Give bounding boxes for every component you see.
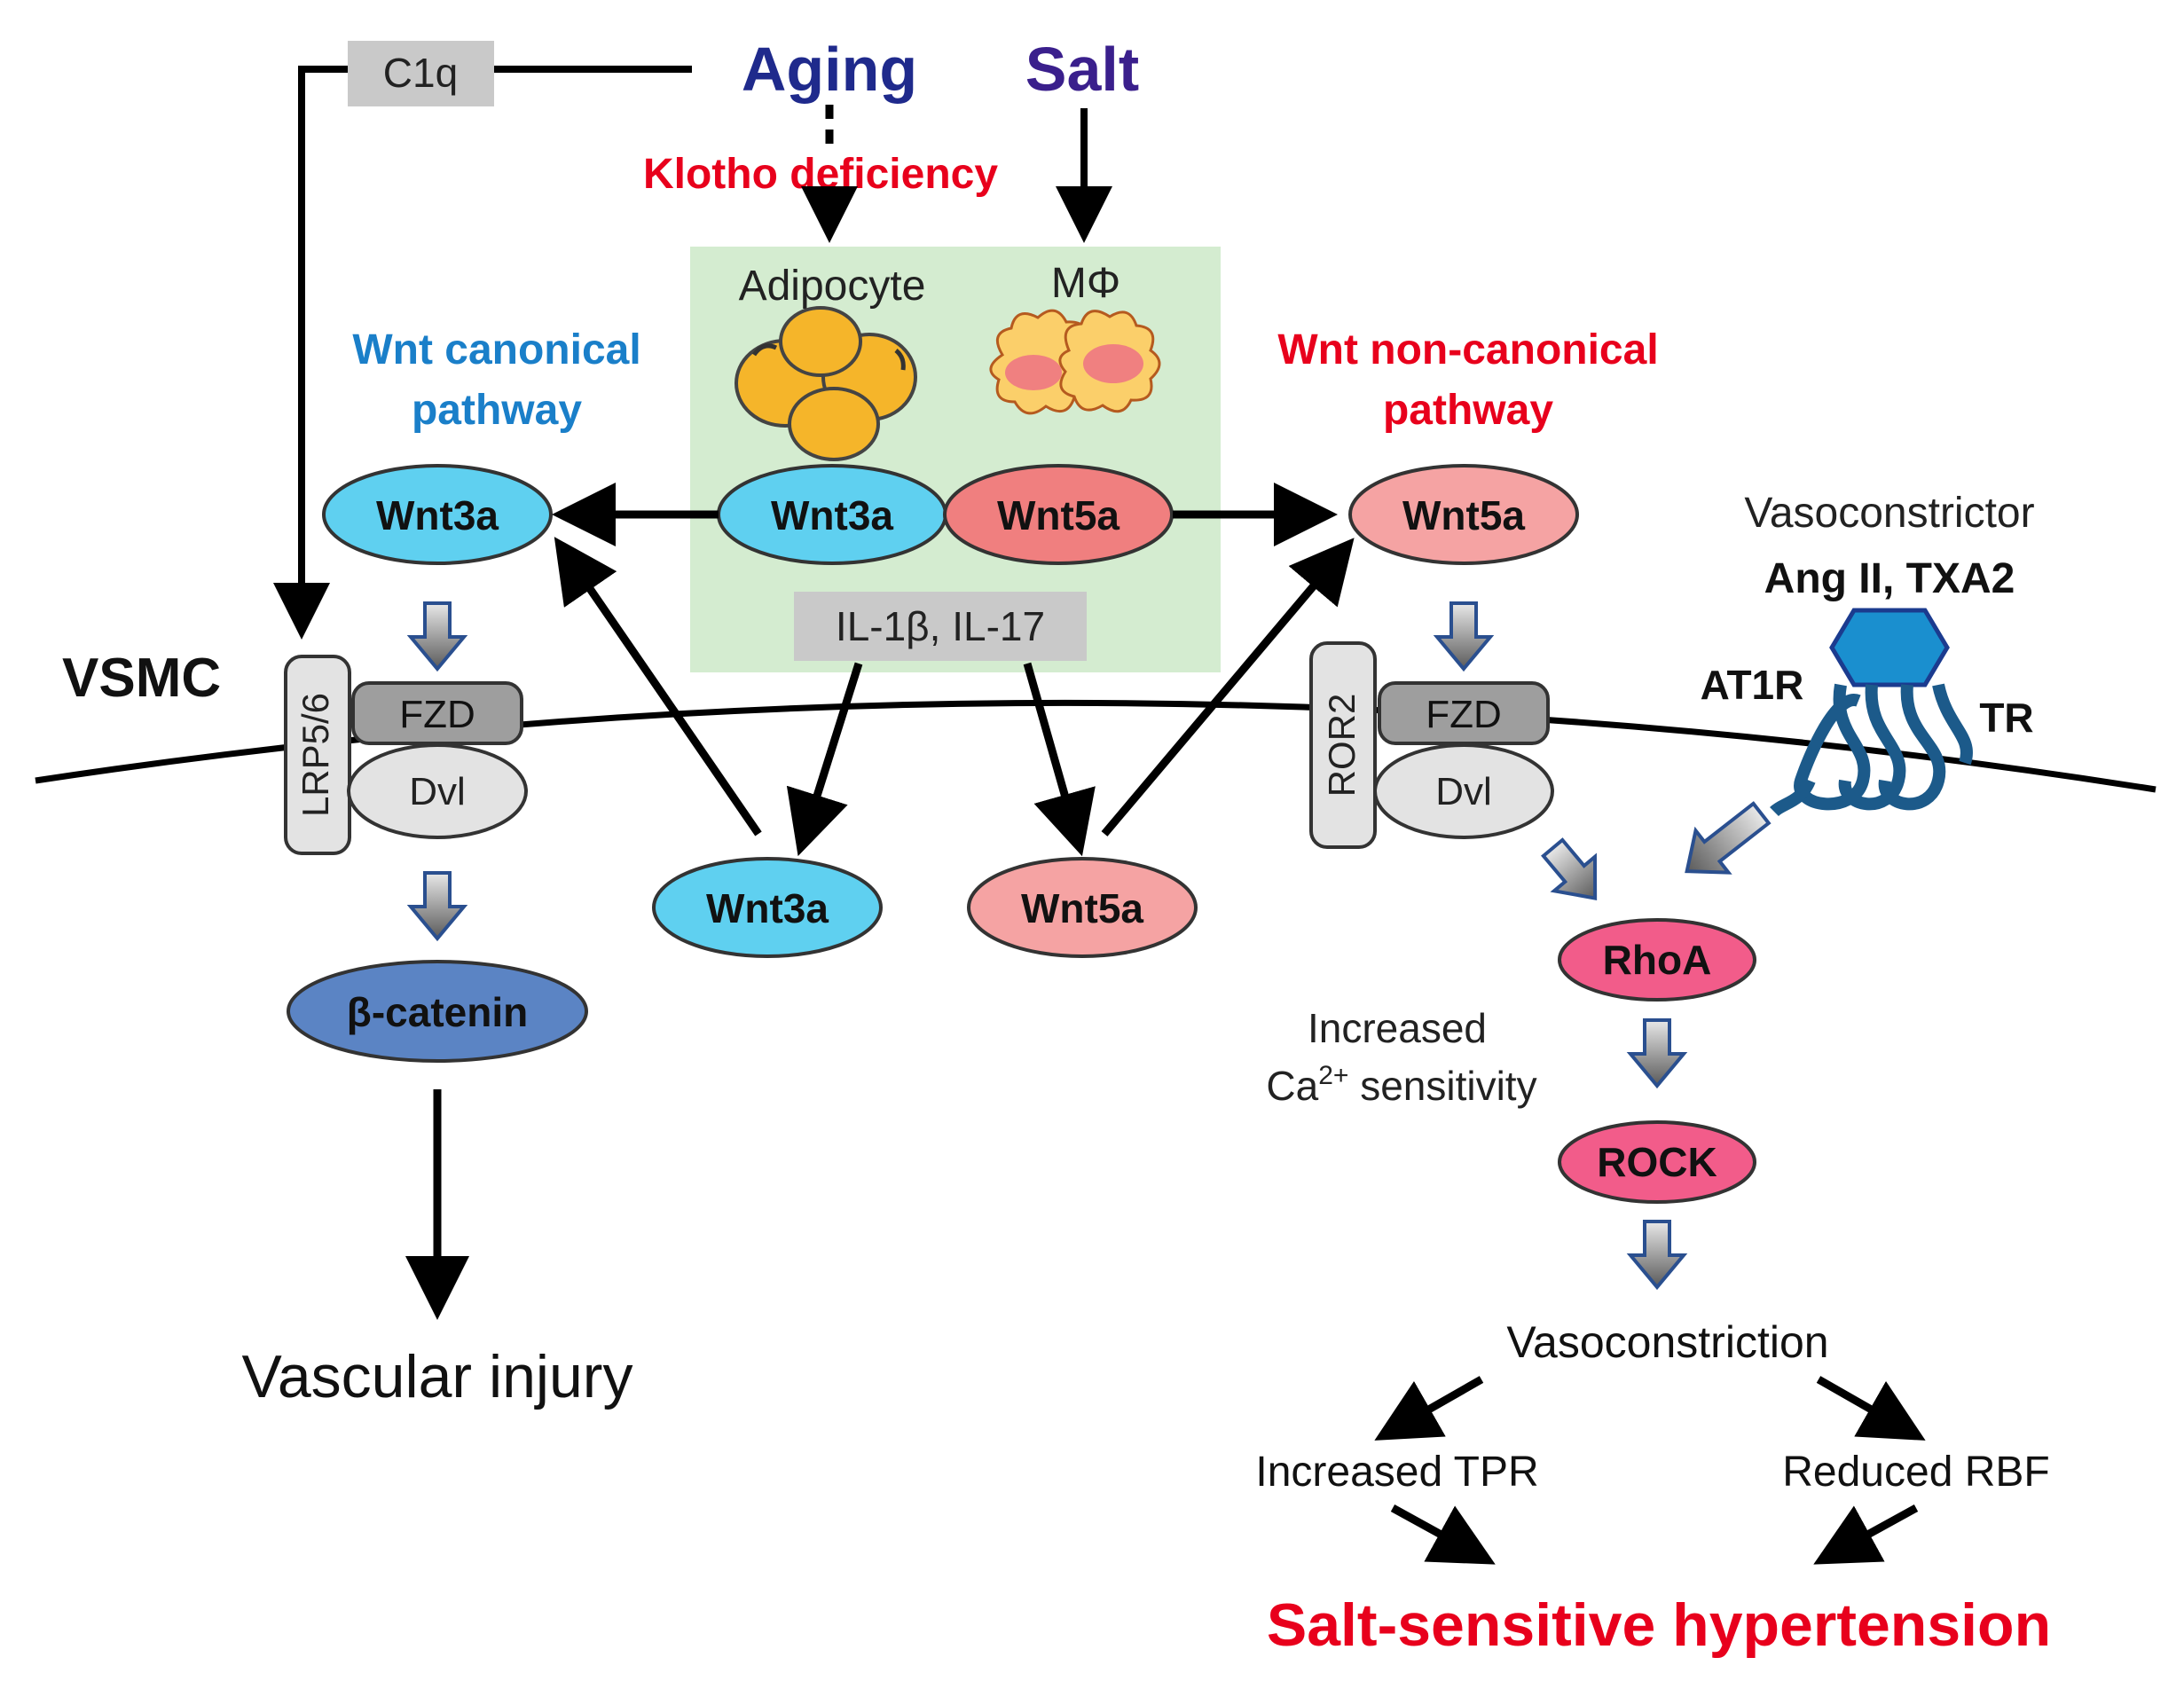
macrophage-label: MΦ	[1051, 260, 1120, 307]
il-to-wnt5a-arrow	[1023, 662, 1096, 857]
wnt-canonical-heading-2: pathway	[412, 387, 582, 434]
ca-sensitivity-label: Ca2+ sensitivity	[1266, 1061, 1536, 1109]
dvl-to-rhoa-arrow	[1541, 837, 1598, 900]
wnt3a-left-node	[322, 464, 553, 565]
il-to-wnt3a-arrow	[786, 662, 863, 857]
tpr-to-hypertension-arrow	[1390, 1504, 1496, 1565]
fzd-right-label: FZD	[1426, 693, 1502, 736]
wnt5a-bottom-label: Wnt5a	[1021, 885, 1143, 931]
c1q-label: C1q	[383, 50, 458, 96]
wnt3a-to-fzd-arrow	[409, 601, 466, 671]
wnt-noncanonical-heading-2: pathway	[1383, 387, 1553, 434]
adipocyte-label: Adipocyte	[739, 263, 926, 310]
adipocyte-cells-icon	[735, 306, 917, 461]
wnt3a-bottom-node	[652, 857, 883, 958]
increased-label: Increased	[1308, 1005, 1487, 1051]
wnt5a-bottom-node	[967, 857, 1198, 958]
tr-label: TR	[1979, 695, 2033, 741]
ror2-label: ROR2	[1321, 694, 1363, 797]
rhoa-node	[1558, 918, 1756, 1002]
rock-node	[1558, 1120, 1756, 1204]
wnt5a-right-label: Wnt5a	[1402, 492, 1525, 538]
wnt5a-macrophage-node	[943, 464, 1174, 565]
wnt5a-macrophage-label: Wnt5a	[997, 492, 1119, 538]
gpcr-receptor-icon	[1770, 608, 1973, 817]
vasoconstriction-to-rbf-arrow	[1816, 1376, 1926, 1441]
wnt-noncanonical-heading: Wnt non-canonical	[1277, 326, 1658, 373]
beta-catenin-node	[287, 960, 588, 1063]
rhoa-label: RhoA	[1603, 937, 1712, 983]
increased-tpr-label: Increased TPR	[1255, 1449, 1538, 1496]
wnt3a-bottom-label: Wnt3a	[706, 885, 829, 931]
c1q-line	[298, 66, 692, 621]
vasoconstriction-label: Vasoconstriction	[1506, 1317, 1828, 1367]
klotho-deficiency-label: Klotho deficiency	[643, 151, 998, 198]
rhoa-to-rock-arrow	[1629, 1018, 1685, 1088]
at1r-label: AT1R	[1701, 662, 1804, 708]
rbf-to-hypertension-arrow	[1813, 1504, 1919, 1565]
wnt-canonical-heading: Wnt canonical	[352, 326, 640, 373]
wnt5a-right-node	[1348, 464, 1579, 565]
c1q-box	[348, 41, 494, 106]
ca-suffix: sensitivity	[1348, 1063, 1536, 1109]
rock-to-vasoconstriction-arrow	[1629, 1220, 1685, 1289]
wnt3a-adipocyte-label: Wnt3a	[771, 492, 893, 538]
dvl-right-label: Dvl	[1435, 770, 1492, 813]
vascular-injury-label: Vascular injury	[242, 1343, 633, 1410]
fzd-left-label: FZD	[399, 693, 475, 736]
beta-catenin-label: β-catenin	[347, 989, 528, 1035]
rock-label: ROCK	[1597, 1139, 1717, 1185]
salt-sensitive-hypertension-label: Salt-sensitive hypertension	[1267, 1591, 2051, 1659]
dvl-left-node	[347, 743, 528, 839]
macrophage-cells-icon	[989, 309, 1161, 415]
dvl-to-beta-catenin-arrow	[409, 871, 466, 940]
lrp-receptor	[284, 655, 351, 855]
reduced-rbf-label: Reduced RBF	[1782, 1449, 2049, 1496]
vasoconstrictor-label: Vasoconstrictor	[1744, 490, 2034, 537]
vasoconstriction-to-tpr-arrow	[1374, 1376, 1484, 1441]
receptor-to-rhoa-arrow	[1685, 801, 1772, 875]
ror2-receptor	[1309, 641, 1377, 849]
wnt5a-bottom-to-right-arrow	[1101, 538, 1355, 837]
ca-superscript: 2+	[1318, 1061, 1348, 1090]
salt-label: Salt	[1025, 35, 1139, 104]
ca-prefix: Ca	[1266, 1063, 1318, 1109]
dvl-right-node	[1373, 743, 1554, 839]
wnt3a-left-label: Wnt3a	[376, 492, 499, 538]
wnt3a-bottom-to-left-arrow	[554, 537, 762, 837]
vasoconstrictor-agents-label: Ang II, TXA2	[1764, 555, 2015, 602]
il-cytokines-box	[794, 592, 1087, 661]
lrp-label: LRP5/6	[295, 693, 336, 817]
aging-label: Aging	[742, 35, 917, 104]
vsmc-label: VSMC	[62, 648, 221, 709]
dvl-left-label: Dvl	[409, 770, 466, 813]
il-cytokines-label: IL-1β, IL-17	[836, 603, 1045, 649]
wnt5a-to-fzd-arrow	[1435, 601, 1492, 671]
